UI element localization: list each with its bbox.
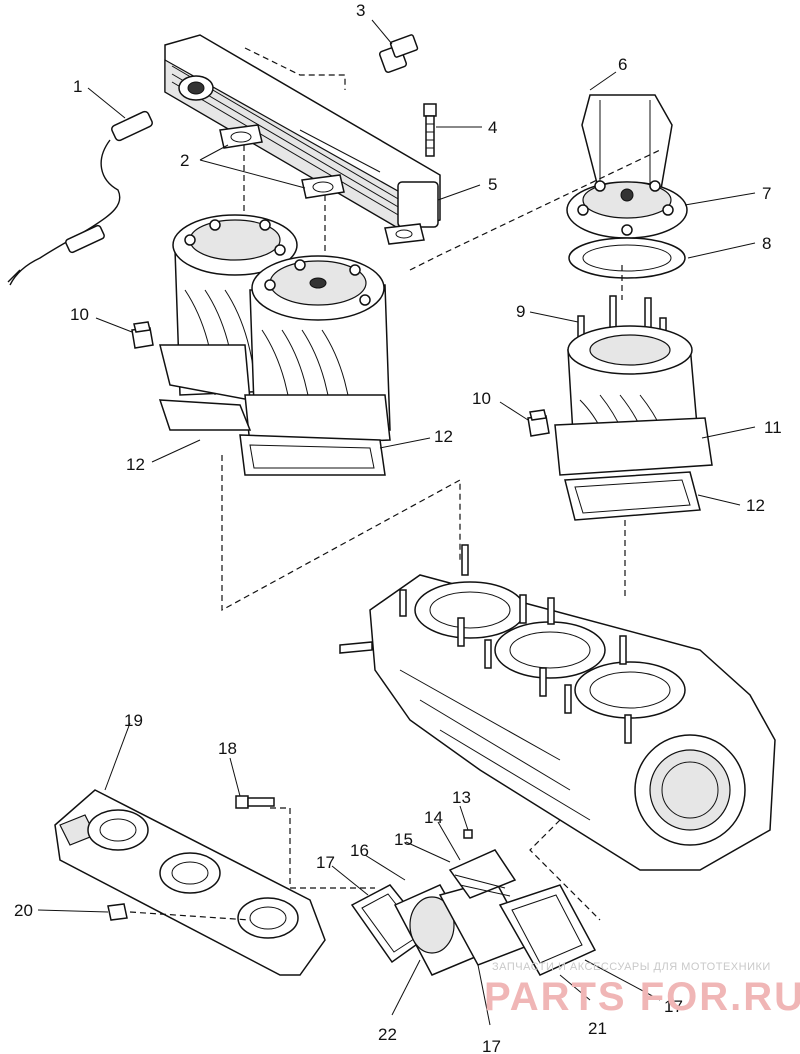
part-label-9: 9 [516,302,525,321]
part-label-10-right: 10 [472,389,491,408]
manifold-nut [107,903,128,921]
part-label-17-right: 17 [664,997,683,1016]
part-label-17-bottom: 17 [482,1037,501,1054]
part-label-21: 21 [588,1019,607,1038]
part-label-19: 19 [124,711,143,730]
part-labels: 1 2 3 4 5 6 7 8 9 10 10 11 12 12 12 13 1… [14,1,782,1054]
part-label-16: 16 [350,841,369,860]
alignment-lines [129,47,661,921]
part-label-2: 2 [180,151,189,170]
exhaust-gaskets [219,124,425,245]
cylinder-nut-right [527,409,550,437]
part-label-13: 13 [452,788,471,807]
part-label-12-middle: 12 [434,427,453,446]
part-label-12-left: 12 [126,455,145,474]
bolt [423,103,437,157]
watermark: ЗАПЧАСТИ И АКСЕССУАРЫ ДЛЯ МОТОТЕХНИКИ PA… [484,961,800,1019]
part-label-7: 7 [762,184,771,203]
reed-valve-assembly [350,849,597,976]
part-label-18: 18 [218,739,237,758]
part-label-22: 22 [378,1025,397,1044]
part-label-6: 6 [618,55,627,74]
part-label-5: 5 [488,175,497,194]
part-label-8: 8 [762,234,771,253]
watermark-logo: PARTS FOR.RU [484,975,800,1019]
temperature-sensor [7,110,153,286]
plug [378,34,419,74]
base-gasket-right [564,471,701,521]
reed-screw [463,829,473,839]
leader-lines [37,19,756,1026]
cylinder-nut-left [131,321,154,349]
part-label-14: 14 [424,808,443,827]
part-label-4: 4 [488,118,497,137]
twin-cylinder-assembly [159,214,391,446]
watermark-tagline: ЗАПЧАСТИ И АКСЕССУАРЫ ДЛЯ МОТОТЕХНИКИ [492,961,771,973]
intake-manifold [54,789,326,976]
part-label-1: 1 [73,77,82,96]
base-gaskets-left [158,399,386,476]
exhaust-manifold [164,34,441,234]
part-label-20: 20 [14,901,33,920]
part-label-10-left: 10 [70,305,89,324]
single-cylinder-head [566,94,688,239]
manifold-bolt [235,795,275,809]
part-label-11: 11 [764,418,782,437]
part-label-12-right: 12 [746,496,765,515]
part-label-17-top: 17 [316,853,335,872]
part-label-15: 15 [394,830,413,849]
single-cylinder [554,325,713,476]
crankcase [339,544,776,871]
part-label-3: 3 [356,1,365,20]
head-gasket [568,237,686,279]
